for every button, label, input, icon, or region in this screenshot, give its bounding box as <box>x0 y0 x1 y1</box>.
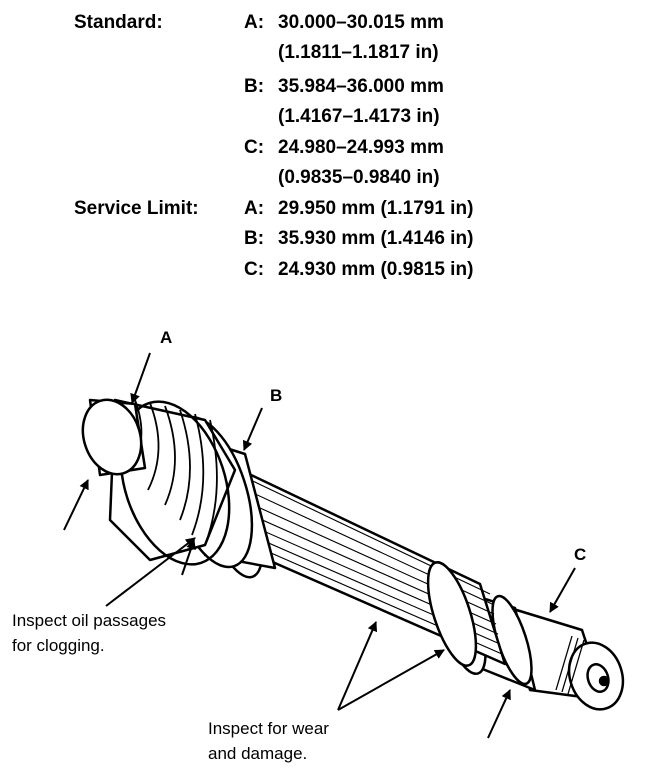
oil-passage-note-line2: for clogging. <box>12 636 105 655</box>
arrow-c-bottom <box>487 689 511 739</box>
wear-leader-right <box>337 649 445 711</box>
oil-passage-leader <box>105 537 196 607</box>
standard-b-part: B: <box>244 76 265 97</box>
standard-label: Standard: <box>74 12 163 33</box>
label-a: A <box>160 328 173 347</box>
standard-a-imperial: (1.1811–1.1817 in) <box>278 42 439 63</box>
wear-note-line1: Inspect for wear <box>208 719 329 738</box>
standard-b-imperial: (1.4167–1.4173 in) <box>278 106 440 127</box>
service-b-part: B: <box>244 228 265 249</box>
standard-c-metric: 24.980–24.993 mm <box>278 137 444 158</box>
standard-a-metric: 30.000–30.015 mm <box>278 12 444 33</box>
oil-passage-note-line1: Inspect oil passages <box>12 611 167 630</box>
standard-a-part: A: <box>244 12 265 33</box>
standard-c-part: C: <box>244 137 265 158</box>
shaft-end-c <box>508 606 625 711</box>
service-limit-label: Service Limit: <box>74 198 199 219</box>
wear-leader-left <box>337 621 378 711</box>
standard-c-imperial: (0.9835–0.9840 in) <box>278 167 440 188</box>
arrow-c-top <box>549 567 576 613</box>
arrow-b-top <box>242 407 263 451</box>
service-a-part: A: <box>244 198 265 219</box>
label-c: C <box>574 545 587 564</box>
standard-b-metric: 35.984–36.000 mm <box>278 76 444 97</box>
service-c-part: C: <box>244 259 265 280</box>
service-b-value: 35.930 mm (1.4146 in) <box>278 228 474 249</box>
arrow-a-bottom <box>63 479 89 531</box>
service-c-value: 24.930 mm (0.9815 in) <box>278 259 474 280</box>
label-b: B <box>270 386 283 405</box>
arrow-a-top <box>130 352 151 404</box>
service-a-value: 29.950 mm (1.1791 in) <box>278 198 474 219</box>
wear-note-line2: and damage. <box>208 744 308 763</box>
journal-a <box>81 398 147 477</box>
